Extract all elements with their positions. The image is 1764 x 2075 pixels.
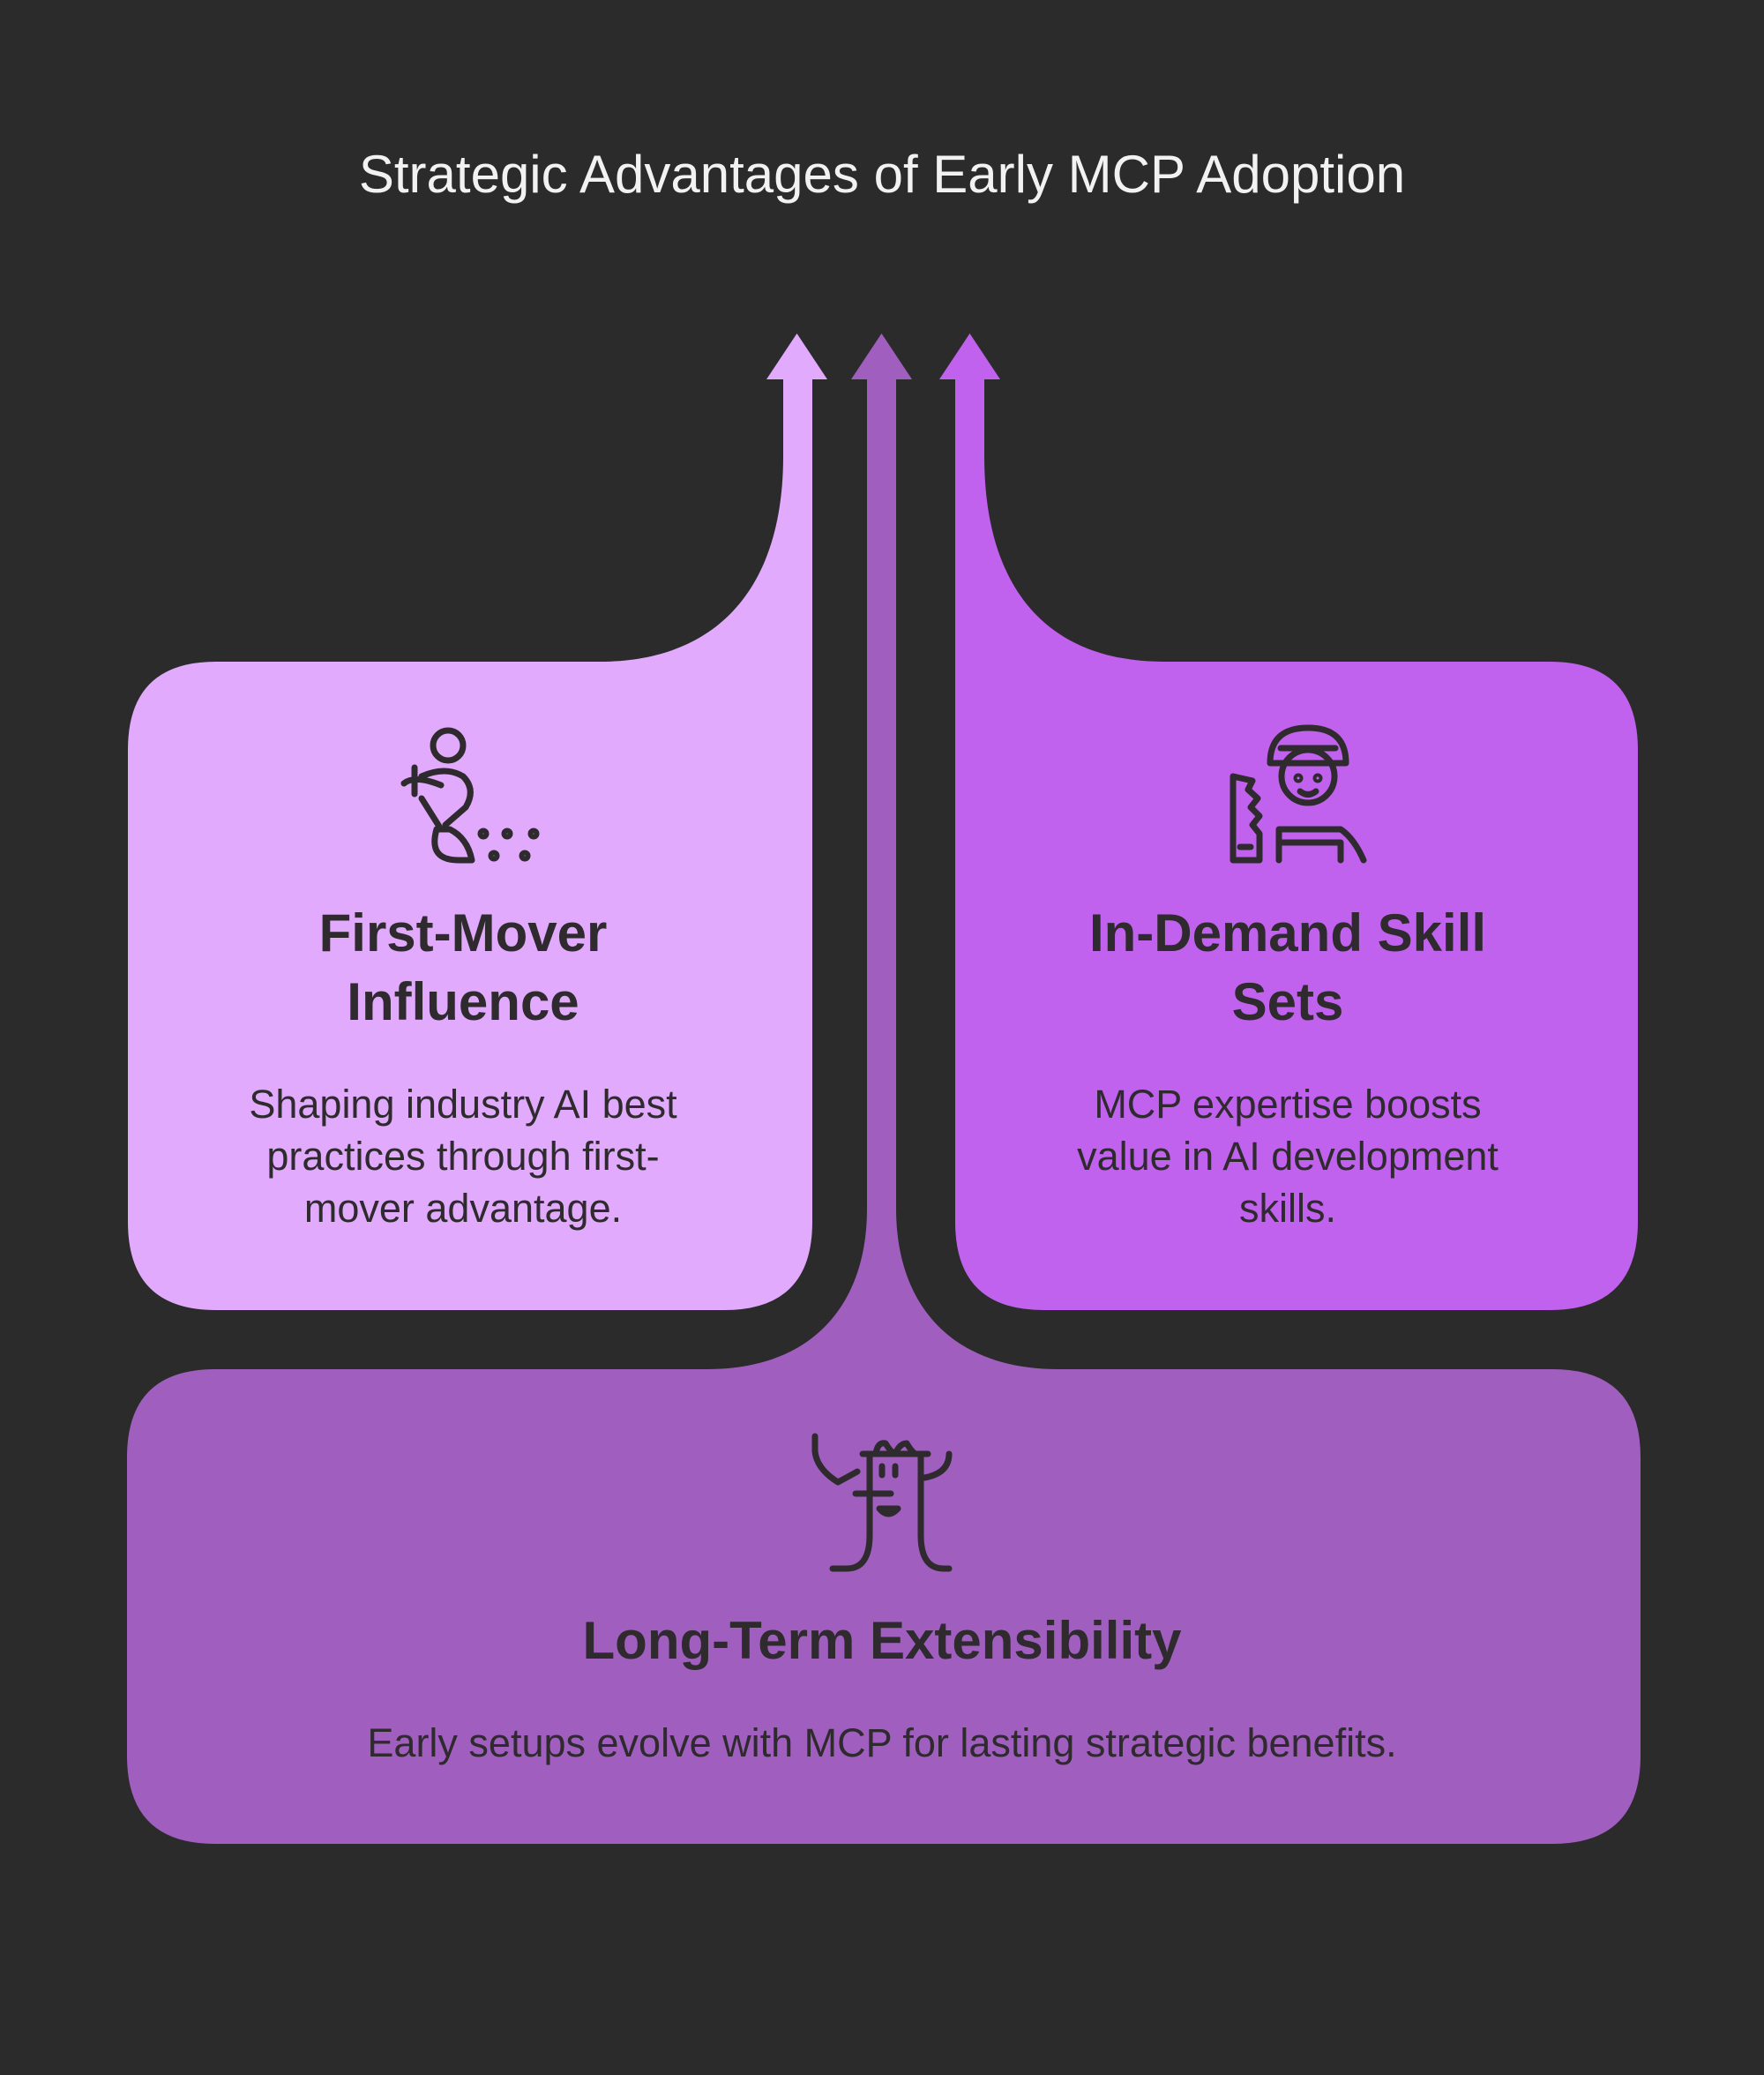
long-term-heading: Long-Term Extensibility (583, 1611, 1183, 1670)
body-line: mover advantage. (304, 1186, 622, 1231)
body-line: value in AI development (1077, 1134, 1499, 1179)
body-line: MCP expertise boosts (1094, 1082, 1481, 1127)
page-title: Strategic Advantages of Early MCP Adopti… (359, 145, 1405, 204)
body-line: practices through first- (266, 1134, 659, 1179)
body-line: skills. (1239, 1186, 1336, 1231)
worker-with-saw-icon (1230, 724, 1367, 864)
first-mover-heading: First-Mover Influence (319, 903, 608, 1031)
heading-line: First-Mover (319, 903, 608, 963)
in-demand-heading: In-Demand Skill Sets (1089, 903, 1486, 1031)
in-demand-card-shape (939, 333, 1638, 1310)
long-term-card-shape (127, 333, 1641, 1844)
first-mover-card-shape (128, 333, 827, 1310)
body-line: Shaping industry AI best (249, 1082, 677, 1127)
long-term-body: Early setups evolve with MCP for lasting… (367, 1720, 1396, 1765)
in-demand-body: MCP expertise boosts value in AI develop… (1077, 1082, 1499, 1231)
heading-line: Sets (1232, 972, 1344, 1031)
heading-line: Influence (347, 972, 579, 1031)
tree-character-icon (811, 1433, 953, 1572)
sweeping-person-icon (400, 727, 540, 864)
heading-line: In-Demand Skill (1089, 903, 1486, 963)
first-mover-body: Shaping industry AI best practices throu… (249, 1082, 677, 1231)
